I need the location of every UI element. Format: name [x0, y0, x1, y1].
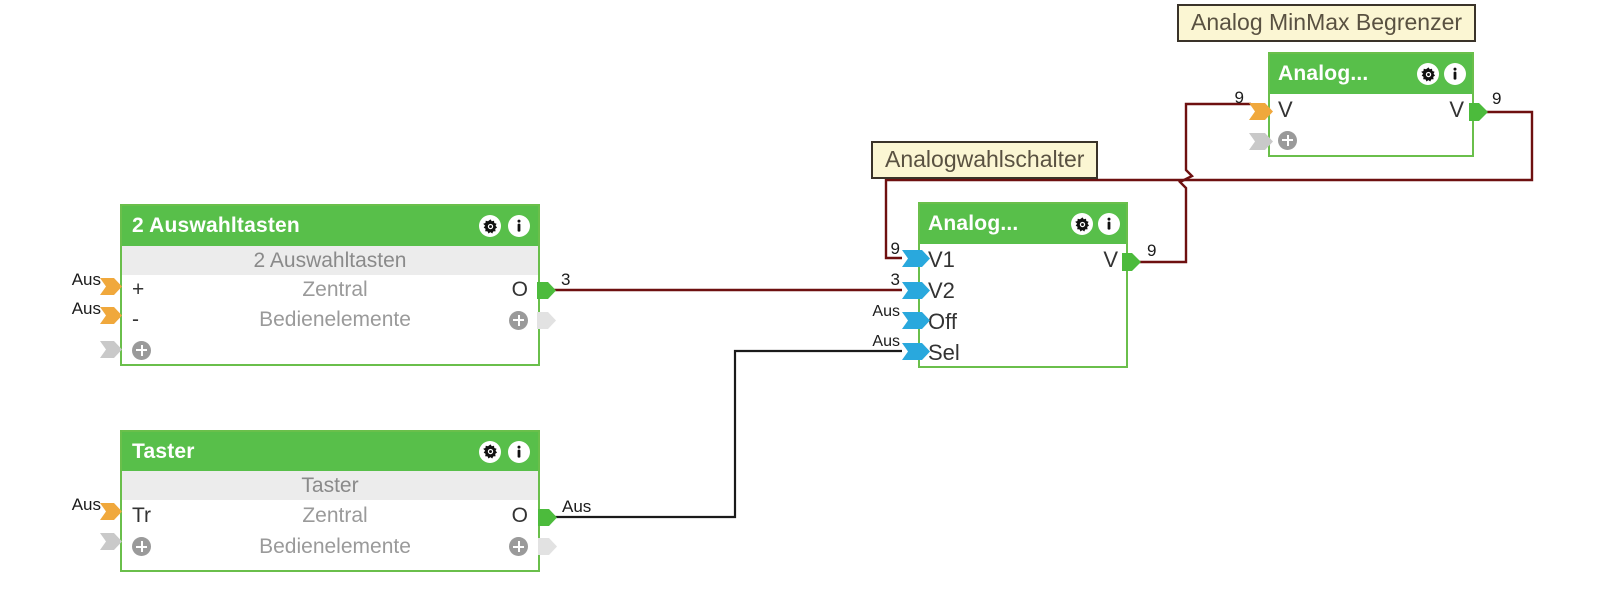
row-left-label: V2 [928, 277, 955, 303]
row-left-label: Off [928, 308, 957, 334]
block-row-analogwahlschalter-1[interactable]: V2 [920, 275, 1126, 306]
wire-wahlschalter-to-minmax [1131, 102, 1251, 264]
output-connector-auswahltasten-1[interactable] [537, 312, 559, 329]
input-connector-analogwahlschalter-2[interactable] [902, 312, 930, 329]
output-connector-minmax-0[interactable] [1469, 103, 1491, 121]
output-label-minmax-0: 9 [1492, 89, 1502, 108]
output-label-analogwahlschalter-0: 9 [1147, 241, 1157, 260]
row-left-label: Tr [132, 503, 152, 527]
row-left-label: Sel [928, 339, 960, 365]
row-left-add-icon[interactable] [132, 535, 172, 559]
input-connector-auswahltasten-2[interactable] [100, 341, 122, 358]
row-left-label: V1 [928, 246, 955, 272]
output-connector-taster-1[interactable] [538, 538, 560, 555]
block-title-minmax: Analog... [1278, 62, 1369, 85]
output-label-taster-0: Aus [562, 497, 592, 516]
row-right-label: O [511, 278, 528, 301]
block-row-analogwahlschalter-0[interactable]: V1 V [920, 244, 1126, 275]
block-title-2-auswahltasten: 2 Auswahltasten [132, 214, 300, 237]
input-label-auswahltasten-1: Aus [71, 299, 101, 318]
block-analog-minmax-begrenzer[interactable]: Analog... V [1268, 52, 1474, 157]
output-connector-auswahltasten-0[interactable] [537, 282, 559, 299]
row-left-label: + [132, 278, 145, 301]
block-2-auswahltasten[interactable]: 2 Auswahltasten 2 Auswahltasten [120, 204, 540, 366]
block-row-analogwahlschalter-3[interactable]: Sel [920, 337, 1126, 368]
input-label-analogwahlschalter-3: Aus [872, 333, 900, 350]
gear-icon[interactable] [1071, 213, 1093, 235]
output-connector-taster-0[interactable] [538, 509, 560, 526]
block-title-taster: Taster [132, 439, 195, 463]
row-right-label: V [1103, 246, 1118, 272]
block-row-taster-1[interactable]: Bedienelemente [122, 531, 538, 562]
input-label-auswahltasten-0: Aus [71, 270, 101, 289]
input-connector-analogwahlschalter-0[interactable] [902, 250, 930, 267]
output-connector-analogwahlschalter-0[interactable] [1122, 253, 1144, 271]
input-label-analogwahlschalter-1: 3 [890, 270, 900, 289]
row-right-add-icon[interactable] [498, 535, 528, 559]
row-right-label: V [1449, 96, 1464, 122]
block-header-analogwahlschalter[interactable]: Analog... [920, 204, 1126, 244]
row-right-add-icon[interactable] [498, 308, 528, 332]
block-subtitle-taster: Taster [122, 471, 538, 500]
block-row-minmax-1[interactable] [1270, 125, 1472, 155]
block-row-minmax-0[interactable]: V V [1270, 94, 1472, 125]
row-left-label: V [1278, 96, 1293, 122]
wire-taster-to-sel [547, 349, 902, 519]
input-connector-taster-0[interactable] [100, 503, 122, 520]
input-connector-minmax-1[interactable] [1249, 133, 1273, 150]
info-icon[interactable] [1098, 213, 1120, 235]
info-icon[interactable] [508, 215, 530, 237]
input-connector-auswahltasten-0[interactable] [100, 278, 122, 295]
input-label-analogwahlschalter-0: 9 [890, 239, 900, 258]
block-header-taster[interactable]: Taster [122, 432, 538, 471]
block-taster[interactable]: Taster Taster Tr [120, 430, 540, 572]
info-icon[interactable] [508, 440, 530, 463]
row-left-add-icon[interactable] [132, 340, 172, 360]
block-row-taster-0[interactable]: Tr Zentral O [122, 500, 538, 531]
input-connector-taster-1[interactable] [100, 533, 122, 550]
input-connector-minmax-0[interactable] [1249, 103, 1273, 120]
input-connector-auswahltasten-1[interactable] [100, 307, 122, 324]
gear-icon[interactable] [479, 215, 501, 237]
input-connector-analogwahlschalter-3[interactable] [902, 343, 930, 360]
block-header-minmax[interactable]: Analog... [1270, 54, 1472, 94]
block-row-auswahltasten-1[interactable]: - Bedienelemente [122, 305, 538, 335]
tooltip-analogwahlschalter: Analogwahlschalter [871, 141, 1099, 179]
row-mid-label: Zentral [302, 503, 368, 527]
block-header-2-auswahltasten[interactable]: 2 Auswahltasten [122, 206, 538, 246]
row-mid-label: Bedienelemente [259, 308, 411, 331]
block-analogwahlschalter[interactable]: Analog... V1 [918, 202, 1128, 368]
row-left-label: - [132, 308, 139, 331]
output-label-auswahltasten-0: 3 [561, 270, 571, 289]
row-mid-label: Bedienelemente [259, 534, 411, 558]
block-title-analogwahlschalter: Analog... [928, 212, 1019, 235]
block-subtitle-2-auswahltasten: 2 Auswahltasten [122, 246, 538, 275]
block-row-auswahltasten-0[interactable]: + Zentral O [122, 275, 538, 305]
input-connector-analogwahlschalter-1[interactable] [902, 282, 930, 299]
row-left-add-icon[interactable] [1278, 130, 1318, 150]
tooltip-analog-minmax-begrenzer: Analog MinMax Begrenzer [1177, 4, 1477, 42]
block-row-auswahltasten-2[interactable] [122, 335, 538, 365]
gear-icon[interactable] [1417, 63, 1439, 85]
input-label-minmax-0: 9 [1234, 88, 1244, 107]
input-label-analogwahlschalter-2: Aus [872, 303, 900, 320]
row-right-label: O [511, 503, 528, 527]
info-icon[interactable] [1444, 63, 1466, 85]
block-row-analogwahlschalter-2[interactable]: Off [920, 306, 1126, 337]
input-label-taster-0: Aus [71, 495, 101, 514]
row-mid-label: Zentral [302, 278, 368, 301]
gear-icon[interactable] [479, 440, 501, 463]
